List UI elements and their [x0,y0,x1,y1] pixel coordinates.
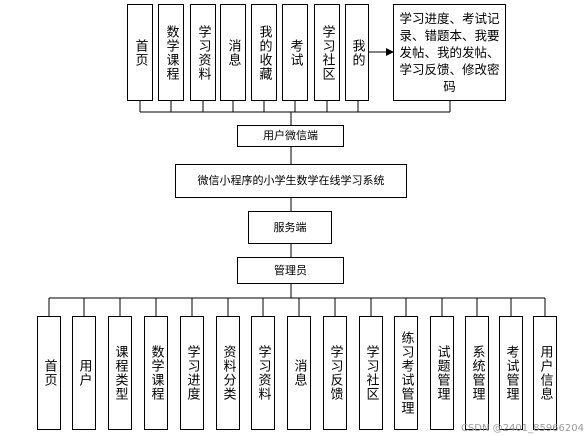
user-client-label: 用户微信端 [263,129,318,142]
admin-module-home: 首页 [37,316,61,430]
user-module-math-course: 数学课程 [158,4,184,101]
user-module-label: 我的收藏 [256,24,272,81]
user-module-label: 我的 [349,38,365,67]
admin-module-label: 学习资料 [255,345,271,401]
admin-module-label: 课程类型 [112,345,128,401]
user-module-label: 考试 [287,38,303,67]
user-module-label: 学习社区 [319,24,335,81]
admin-module-label: 试题管理 [434,345,450,401]
admin-module-system-management: 系统管理 [465,316,489,430]
admin-module-community: 学习社区 [359,316,383,430]
admin-module-practice-exam: 练习考试管理 [394,316,418,430]
user-module-label: 学习资料 [195,24,211,81]
admin-module-label: 学习进度 [184,345,200,401]
admin-module-label: 首页 [41,359,57,387]
user-module-study-materials: 学习资料 [190,4,216,101]
admin-module-label: 考试管理 [503,345,519,401]
admin-module-label: 学习反馈 [327,345,343,401]
admin-module-label: 资料分类 [220,345,236,401]
watermark-text: CSDN @2401_85966204 [460,423,584,434]
admin-module-material-category: 资料分类 [216,316,240,430]
admin-module-study-progress: 学习进度 [180,316,204,430]
mine-sub-modules-text: 学习进度、考试记录、错题本、我要发帖、我的发帖、学习反馈、修改密码 [399,11,500,94]
admin-module-label: 消息 [291,359,307,387]
admin-module-users: 用户 [72,316,96,430]
admin-module-study-feedback: 学习反馈 [323,316,347,430]
admin-module-label: 数学课程 [148,345,164,401]
user-module-mine: 我的 [345,4,369,101]
admin-module-messages: 消息 [287,316,311,430]
admin-module-math-course: 数学课程 [144,316,168,430]
admin-module-label: 练习考试管理 [398,331,414,415]
admin-module-user-info: 用户信息 [533,316,557,430]
server-label: 服务端 [273,220,307,234]
system-title-label: 微信小程序的小学生数学在线学习系统 [197,174,385,187]
user-module-label: 消息 [225,38,241,67]
admin-label: 管理员 [274,263,307,277]
user-module-favorites: 我的收藏 [251,4,277,101]
admin-module-label: 用户信息 [537,345,553,401]
user-module-messages: 消息 [220,4,246,101]
system-title-box: 微信小程序的小学生数学在线学习系统 [175,164,407,198]
admin-module-label: 系统管理 [469,345,485,401]
admin-box: 管理员 [237,257,344,284]
admin-module-label: 学习社区 [363,345,379,401]
mine-sub-modules-box: 学习进度、考试记录、错题本、我要发帖、我的发帖、学习反馈、修改密码 [393,4,506,101]
admin-module-label: 用户 [76,359,92,387]
user-module-label: 数学课程 [163,24,179,81]
user-module-exam: 考试 [282,4,308,101]
admin-module-exam-management: 考试管理 [499,316,523,430]
admin-module-course-type: 课程类型 [108,316,132,430]
user-module-home: 首页 [127,4,153,101]
admin-module-question-management: 试题管理 [430,316,454,430]
user-module-label: 首页 [132,38,148,67]
user-module-community: 学习社区 [314,4,340,101]
server-box: 服务端 [248,211,332,244]
admin-module-study-materials: 学习资料 [251,316,275,430]
user-client-box: 用户微信端 [237,125,344,147]
